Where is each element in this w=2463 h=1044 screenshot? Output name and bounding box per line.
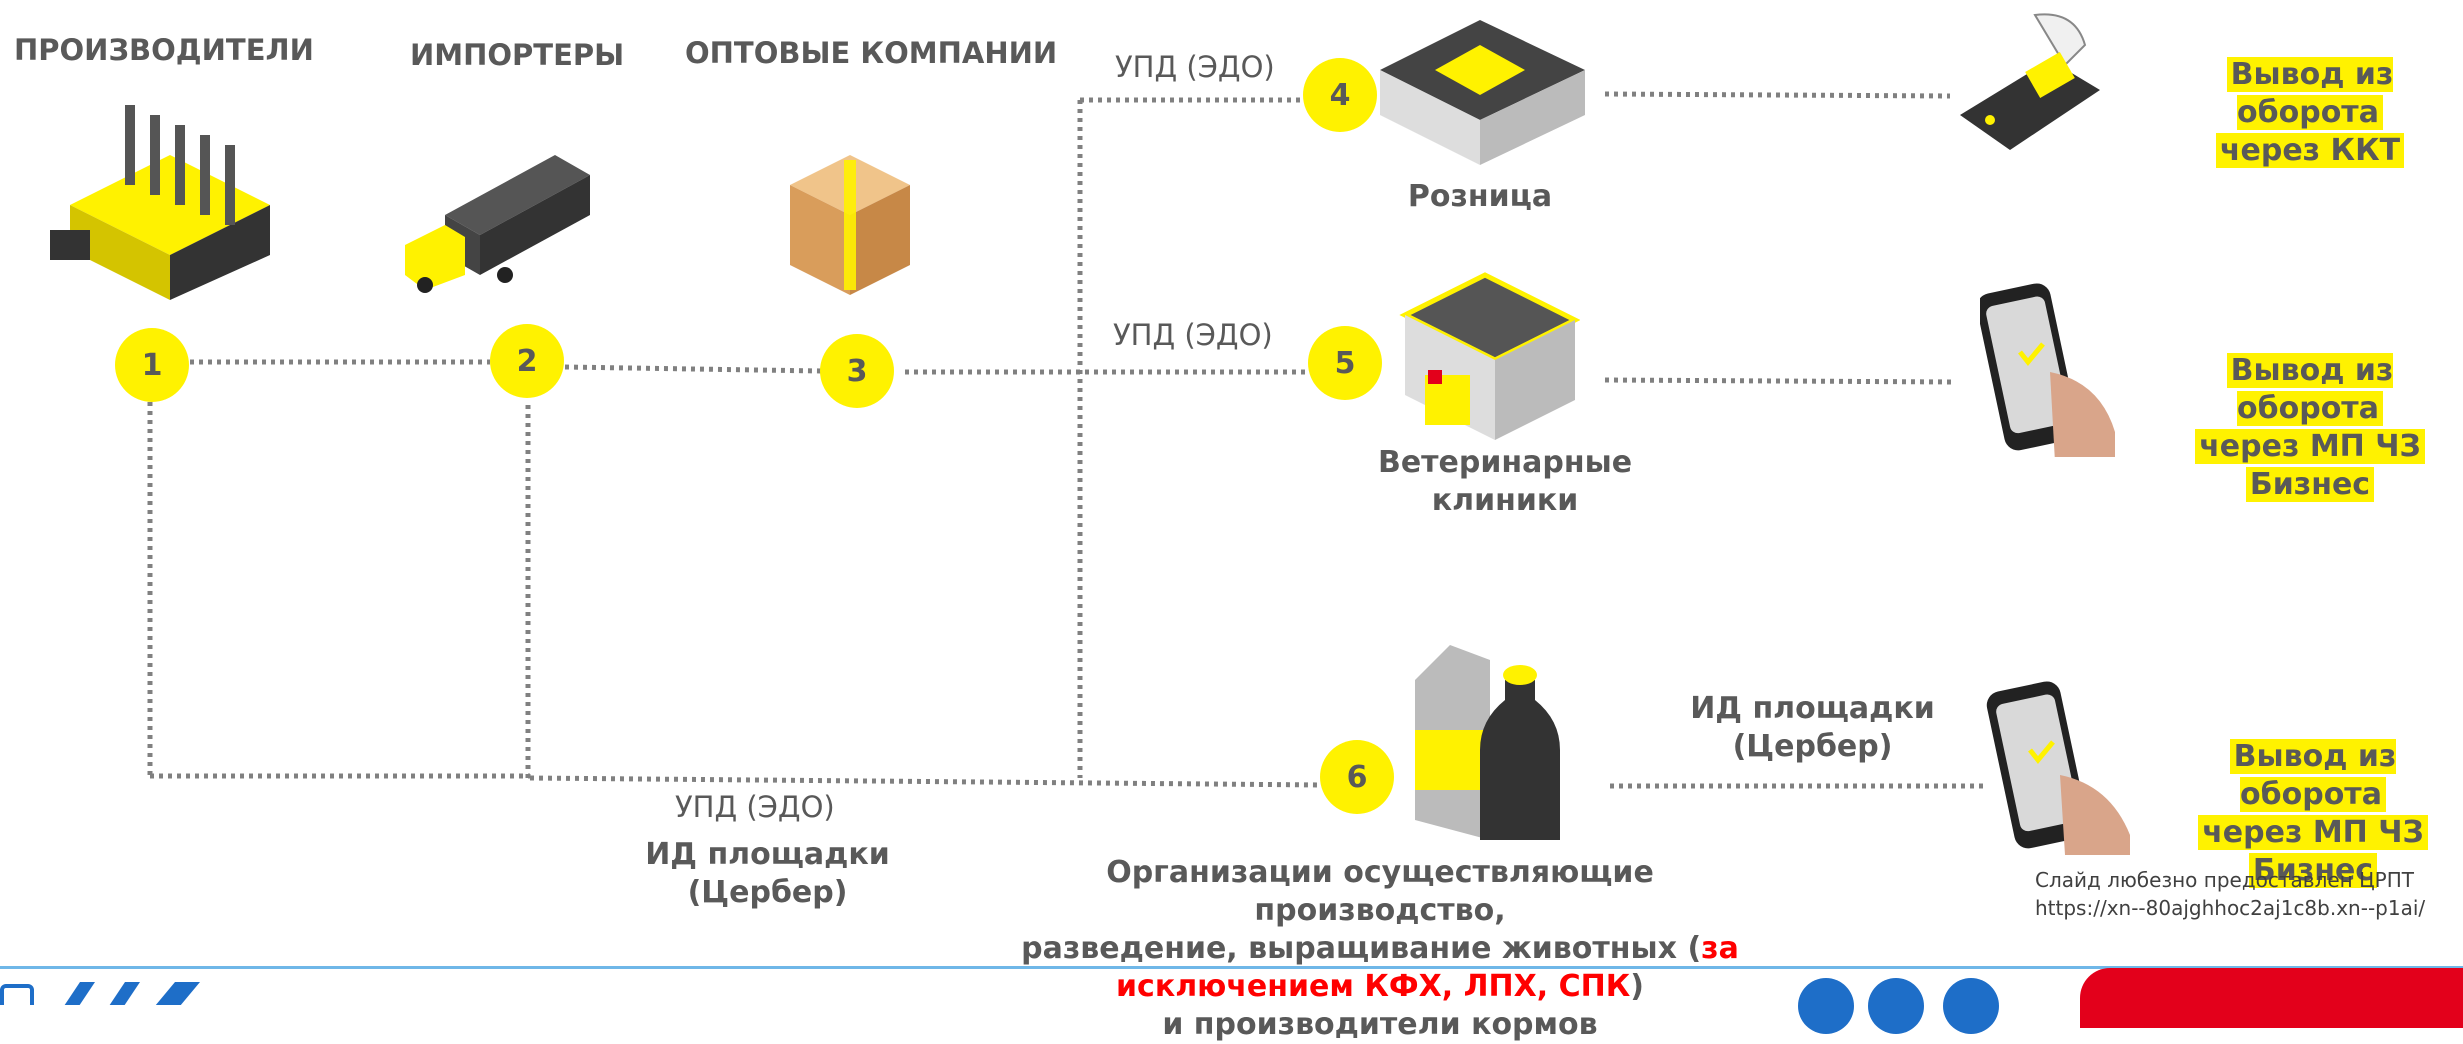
edge-to-6 — [529, 775, 1323, 788]
social-telegram-icon[interactable] — [1943, 978, 1999, 1034]
label-platform-id-right-line2: (Цербер) — [1732, 729, 1893, 764]
label-organizations-exception-b: исключением КФХ, ЛПХ, СПК — [1116, 969, 1631, 1004]
label-upd-edo-bottom: УПД (ЭДО) — [675, 790, 835, 824]
pos-terminal-icon — [1960, 13, 2100, 150]
label-platform-id-right: ИД площадки (Цербер) — [1685, 690, 1940, 766]
smartphone-icon-2 — [1986, 681, 2130, 855]
outcome-kkt: Вывод из оборота через ККТ — [2160, 56, 2460, 170]
outcome-mp-2: Вывод из оборота через МП ЧЗ Бизнес — [2163, 738, 2463, 890]
boxes-icon — [790, 155, 910, 295]
label-organizations-exception-a: за — [1701, 931, 1739, 966]
footer-divider — [0, 966, 2463, 969]
outcome-mp-1-line1: Вывод из оборота — [2226, 353, 2394, 426]
node-5: 5 — [1308, 326, 1382, 400]
node-2: 2 — [490, 324, 564, 398]
label-platform-id-bottom: ИД площадки (Цербер) — [640, 836, 895, 912]
outcome-mp-2-line1: Вывод из оборота — [2229, 739, 2397, 812]
heading-producers: ПРОИЗВОДИТЕЛИ — [14, 33, 314, 67]
outcome-mp-2-line3: Бизнес — [2248, 853, 2378, 888]
truck-icon — [405, 155, 590, 293]
connector-lines — [147, 91, 1985, 789]
node-4: 4 — [1303, 58, 1377, 132]
retail-store-icon — [1380, 20, 1585, 165]
feed-products-icon — [1415, 645, 1560, 840]
slide-credit: Слайд любезно предоставлен ЦРПТ https://… — [2035, 866, 2425, 922]
label-organizations-line2-text: разведение, выращивание животных ( — [1021, 931, 1702, 966]
label-vet-clinics-line2: клиники — [1431, 483, 1579, 518]
node-3: 3 — [820, 334, 894, 408]
label-organizations-line4: и производители кормов — [1162, 1007, 1598, 1042]
heading-wholesale: ОПТОВЫЕ КОМПАНИИ — [685, 36, 1058, 70]
label-platform-id-bottom-line2: (Цербер) — [687, 875, 848, 910]
slide-credit-line1: Слайд любезно предоставлен ЦРПТ — [2035, 868, 2414, 892]
slide-credit-line2: https://xn--80ajghhoc2aj1c8b.xn--p1ai/ — [2035, 896, 2426, 920]
label-upd-edo-5: УПД (ЭДО) — [1113, 318, 1273, 352]
node-6: 6 — [1320, 740, 1394, 814]
factory-icon — [50, 105, 270, 300]
label-organizations-line2: разведение, выращивание животных (за — [985, 930, 1775, 968]
social-ok-icon[interactable] — [1868, 978, 1924, 1034]
label-organizations-line3-end: ) — [1630, 969, 1644, 1004]
edge-2-3 — [564, 364, 823, 374]
label-platform-id-bottom-line1: ИД площадки — [645, 837, 890, 872]
outcome-kkt-line1: Вывод из оборота — [2226, 57, 2394, 130]
label-vet-clinics-line1: Ветеринарные — [1377, 445, 1633, 480]
node-1: 1 — [115, 328, 189, 402]
outcome-mp-1-line3: Бизнес — [2245, 467, 2375, 502]
label-organizations: Организации осуществляющие производство,… — [985, 854, 1775, 1044]
label-vet-clinics: Ветеринарные клиники — [1375, 444, 1635, 520]
outcome-mp-1-line2: через МП ЧЗ — [2195, 429, 2425, 464]
website-banner[interactable] — [2080, 968, 2463, 1028]
edge-4-kkt — [1604, 91, 1951, 99]
smartphone-icon-1 — [1980, 283, 2115, 457]
edge-5-mp — [1604, 377, 1956, 385]
label-platform-id-right-line1: ИД площадки — [1690, 691, 1935, 726]
label-organizations-line3: исключением КФХ, ЛПХ, СПК) — [985, 968, 1775, 1006]
outcome-kkt-line2: через ККТ — [2215, 133, 2405, 168]
label-organizations-line1: Организации осуществляющие производство, — [1106, 855, 1654, 928]
label-upd-edo-4: УПД (ЭДО) — [1115, 50, 1275, 84]
vet-clinic-icon — [1399, 272, 1580, 440]
heading-importers: ИМПОРТЕРЫ — [410, 38, 625, 72]
company-logo-icon — [0, 982, 200, 1005]
outcome-mp-2-line2: через МП ЧЗ — [2198, 815, 2428, 850]
outcome-mp-1: Вывод из оборота через МП ЧЗ Бизнес — [2160, 352, 2460, 504]
label-retail: Розница — [1407, 179, 1553, 214]
social-vk-icon[interactable] — [1798, 978, 1854, 1034]
